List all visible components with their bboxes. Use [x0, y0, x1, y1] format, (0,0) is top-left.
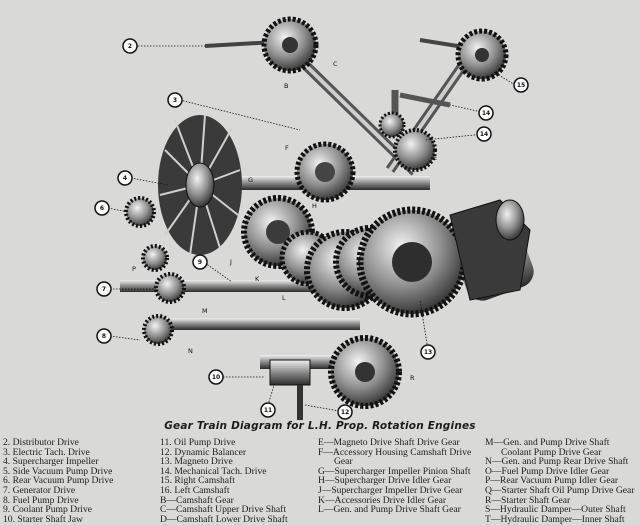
legend-item: 3. Electric Tach. Drive — [3, 446, 90, 458]
legend-item: 4. Supercharger Impeller — [3, 456, 99, 468]
callout-marker: 7 — [96, 281, 112, 297]
callout-marker: 14 — [478, 105, 494, 121]
magneto-drive-gear — [378, 111, 437, 172]
legend-item: E—Magneto Drive Shaft Drive Gear — [318, 437, 460, 448]
callout-marker: 10 — [208, 369, 224, 385]
legend-column-4: M—Gen. and Pump Drive Shaft Coolant Pump… — [485, 438, 634, 524]
letter-label: R — [410, 374, 415, 382]
generator-drive-gear — [154, 272, 186, 304]
callout-marker: 14 — [476, 126, 492, 142]
legend-item: 11. Oil Pump Drive — [160, 437, 236, 448]
legend-item: 15. Right Camshaft — [160, 475, 235, 487]
legend-item: M—Gen. and Pump Drive Shaft — [485, 437, 610, 448]
letter-label: K — [255, 275, 260, 283]
legend-item: 14. Mechanical Tach. Drive — [160, 465, 267, 477]
letter-label: B — [284, 82, 288, 90]
svg-text:10: 10 — [212, 374, 220, 381]
callout-marker: 9 — [192, 254, 208, 270]
svg-text:2: 2 — [128, 43, 132, 50]
oil-pump-drive — [269, 359, 311, 420]
left-camshaft-gear — [261, 16, 319, 74]
legend-item: Q—Starter Shaft Oil Pump Drive Gear — [485, 484, 635, 496]
legend-item: 16. Left Camshaft — [160, 484, 230, 496]
letter-label: J — [229, 258, 232, 266]
figure-caption: Gear Train Diagram for L.H. Prop. Rotati… — [164, 420, 476, 432]
legend-item: K—Accessories Drive Idler Gear — [318, 494, 447, 506]
callout-marker: 2 — [122, 38, 138, 54]
legend-item: D—Camshaft Lower Drive Shaft — [160, 513, 288, 525]
svg-text:14: 14 — [482, 110, 490, 117]
rear-vacuum-pump-gear — [124, 196, 156, 228]
svg-text:6: 6 — [100, 205, 104, 212]
letter-label: L — [282, 294, 286, 302]
fuel-pump-drive-gear — [142, 314, 174, 346]
legend-column-2: 11. Oil Pump Drive 12. Dynamic Balancer … — [160, 438, 288, 524]
legend-item: P—Rear Vacuum Pump Idler Gear — [485, 475, 619, 487]
letter-label: N — [188, 347, 193, 355]
legend-item: L—Gen. and Pump Drive Shaft Gear — [318, 504, 461, 516]
legend-item: 8. Fuel Pump Drive — [3, 494, 79, 506]
legend-item: F—Accessory Housing Camshaft Drive — [318, 446, 472, 458]
legend-item: 13. Magneto Drive — [160, 456, 233, 468]
svg-text:8: 8 — [102, 333, 106, 340]
callout-marker: 4 — [117, 170, 133, 186]
callout-marker: 12 — [337, 404, 353, 420]
accessory-camshaft-drive-gear — [294, 141, 356, 203]
callout-markers: 2 3 4 6 7 8 9 10 11 12 13 15 14 14 — [94, 38, 529, 420]
callout-marker: 13 — [420, 344, 436, 360]
crankshaft-gear-housing — [356, 206, 468, 318]
svg-text:15: 15 — [517, 82, 525, 89]
svg-text:9: 9 — [198, 259, 202, 266]
svg-text:11: 11 — [264, 407, 272, 414]
legend-item: S—Hydraulic Damper—Outer Shaft — [485, 504, 626, 516]
legend-item: C—Camshaft Upper Drive Shaft — [160, 504, 287, 516]
legend-item: 7. Generator Drive — [3, 484, 76, 496]
letter-label: G — [248, 176, 253, 184]
letter-labels: B C E F G H J K L M N P R — [132, 60, 437, 382]
legend-item: J—Supercharger Impeller Drive Gear — [318, 484, 463, 496]
callout-marker: 3 — [167, 92, 183, 108]
supercharger-impeller — [158, 114, 242, 256]
svg-text:12: 12 — [341, 409, 349, 416]
svg-text:4: 4 — [123, 175, 127, 182]
letter-label: E — [433, 154, 437, 162]
letter-label: H — [312, 202, 317, 210]
callout-marker: 8 — [96, 328, 112, 344]
legend-item: 2. Distributor Drive — [3, 437, 79, 448]
right-camshaft-gear — [455, 28, 509, 82]
letter-label: F — [285, 144, 289, 152]
legend-item: R—Starter Shaft Gear — [485, 494, 571, 506]
gear-train-illustration: 2 3 4 6 7 8 9 10 11 12 13 15 14 14 B C E… — [94, 16, 534, 420]
letter-label: M — [202, 307, 208, 315]
legend-item: T—Hydraulic Damper—Inner Shaft — [485, 513, 625, 525]
starter-shaft-gear — [328, 335, 402, 409]
legend-item: H—Supercharger Drive Idler Gear — [318, 475, 452, 487]
crankshaft — [449, 199, 531, 301]
vacuum-idler-gear — [141, 244, 169, 272]
legend-item-continuation: Gear — [334, 456, 353, 468]
legend-item: 6. Rear Vacuum Pump Drive — [3, 475, 114, 487]
callout-marker: 6 — [94, 200, 110, 216]
letter-label: P — [132, 265, 136, 273]
legend-item: B—Camshaft Gear — [160, 494, 234, 506]
legend-item: G—Supercharger Impeller Pinion Shaft — [318, 465, 471, 477]
legend-item: 5. Side Vacuum Pump Drive — [3, 465, 113, 477]
svg-text:3: 3 — [173, 97, 177, 104]
legend-item: O—Fuel Pump Drive Idler Gear — [485, 465, 610, 477]
legend-item: 10. Starter Shaft Jaw — [3, 513, 83, 525]
svg-text:14: 14 — [480, 131, 488, 138]
callout-marker: 11 — [260, 402, 276, 418]
legend-item-continuation: Coolant Pump Drive Gear — [501, 446, 602, 458]
legend-item: N—Gen. and Pump Rear Drive Shaft — [485, 456, 629, 468]
legend-item: 9. Coolant Pump Drive — [3, 504, 93, 516]
svg-text:7: 7 — [102, 286, 106, 293]
legend-column-1: 2. Distributor Drive 3. Electric Tach. D… — [3, 438, 113, 524]
legend-item: 12. Dynamic Balancer — [160, 446, 247, 458]
legend-column-3: E—Magneto Drive Shaft Drive Gear F—Acces… — [318, 438, 471, 515]
callout-marker: 15 — [513, 77, 529, 93]
svg-text:13: 13 — [424, 349, 432, 356]
letter-label: C — [333, 60, 338, 68]
